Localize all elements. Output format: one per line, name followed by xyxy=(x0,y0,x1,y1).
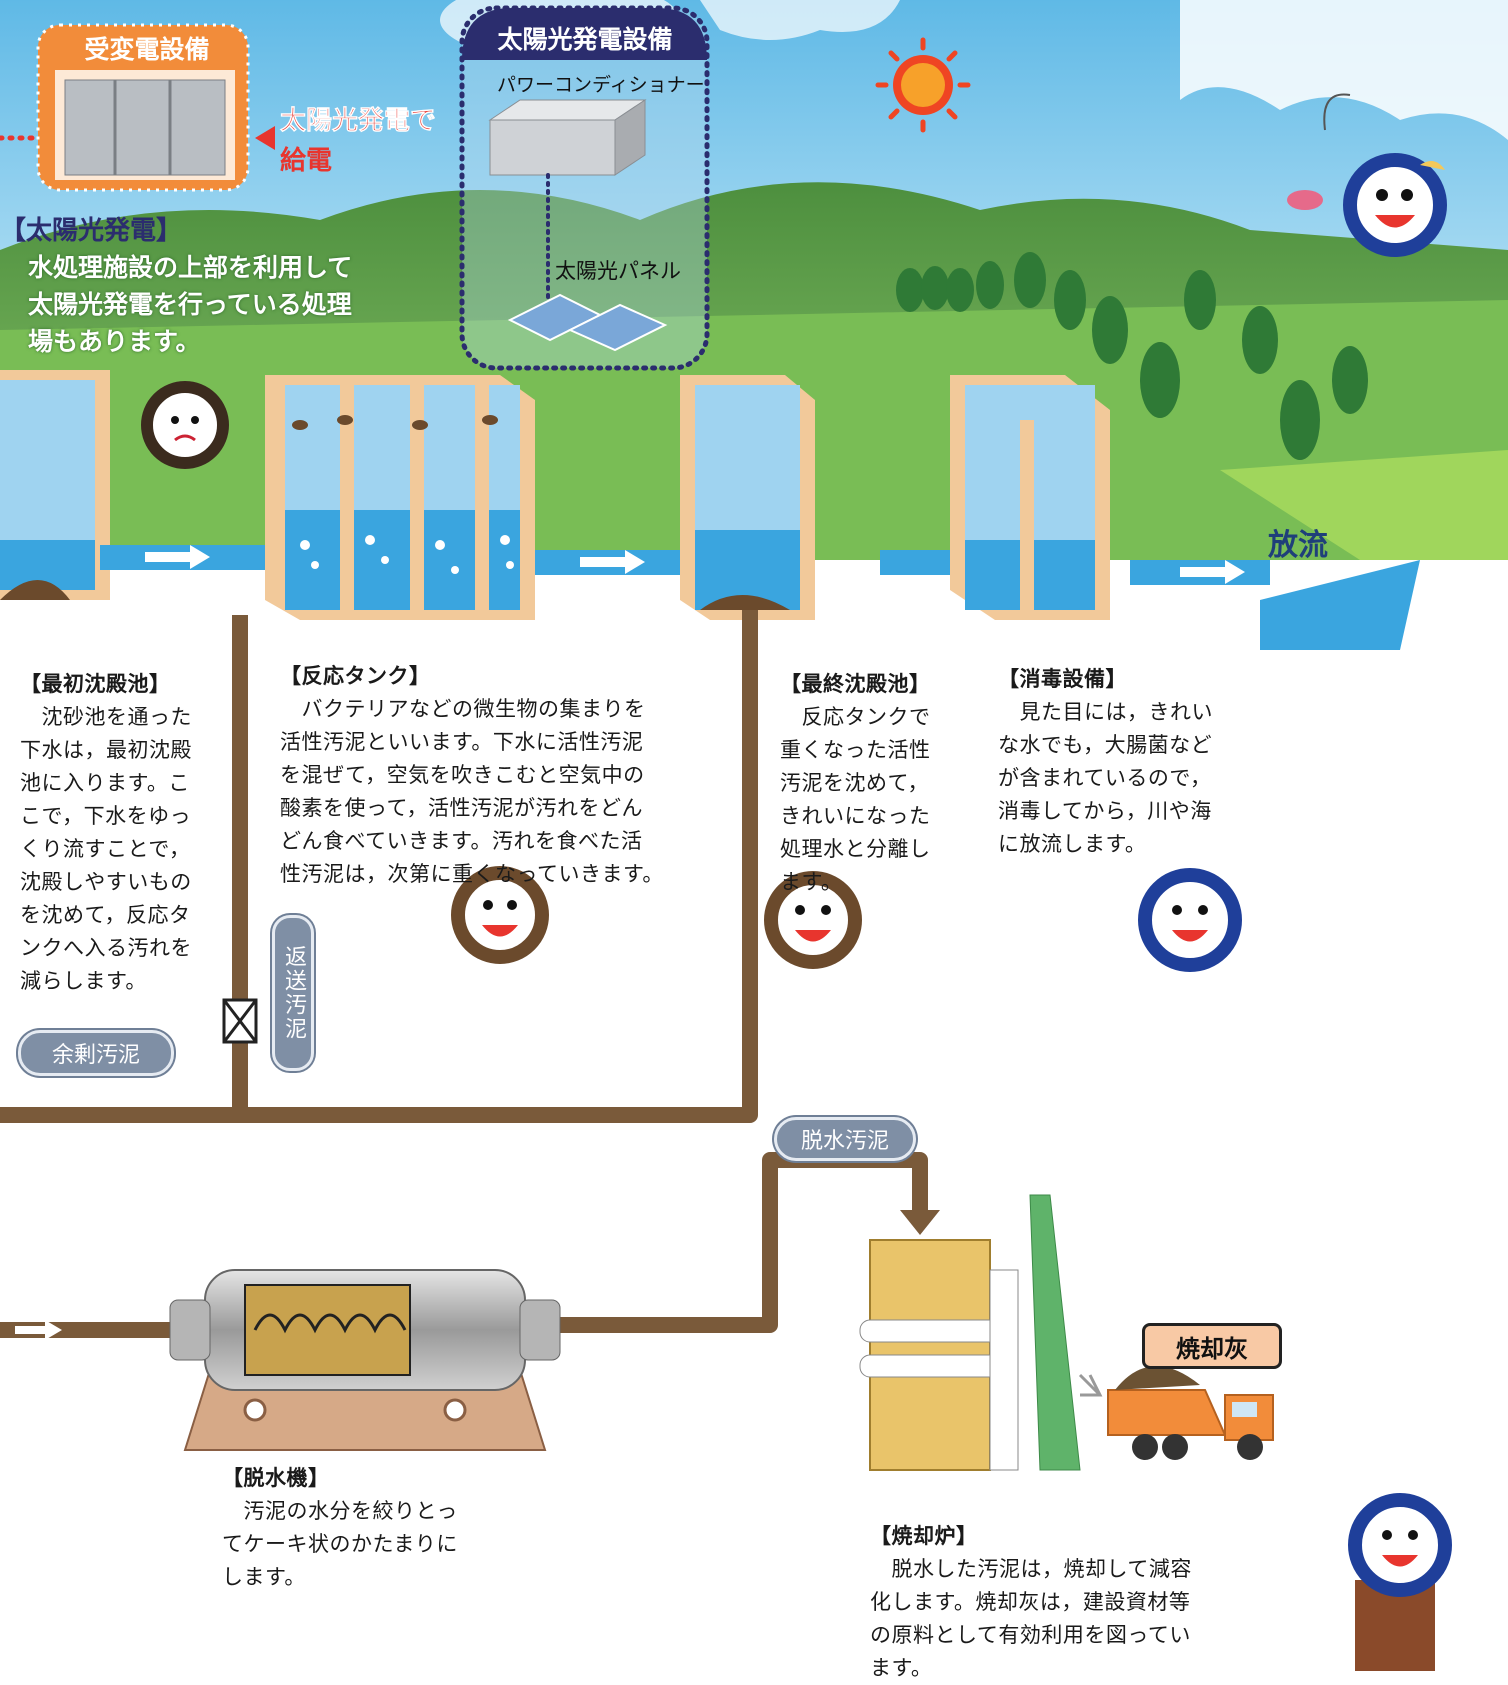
primary-settling-tank xyxy=(0,370,110,600)
sun-icon xyxy=(875,37,971,133)
power-conditioner-label: パワーコンディショナー xyxy=(497,74,705,96)
substation-box xyxy=(36,23,250,192)
incinerator-body: 脱水した汚泥は，焼却して減容 化します。焼却灰は，建設資材等 の原料として有効利… xyxy=(870,1557,1192,1680)
return-sludge-label: 返送汚泥 xyxy=(272,915,314,1071)
discharge-label: 放流 xyxy=(1268,528,1328,563)
power-supply-label-2: 給電 xyxy=(280,146,333,176)
mascot-clean xyxy=(1138,868,1242,972)
sludge-flow-arrow xyxy=(15,1210,940,1340)
disinfection-title: 【消毒設備】 xyxy=(998,667,1127,691)
dewatering-body: 汚泥の水分を絞りとっ てケーキ状のかたまりに します。 xyxy=(222,1499,458,1589)
power-supply-label-1: 太陽光発電で xyxy=(280,106,437,137)
mascot-fishing xyxy=(1287,93,1447,257)
power-supply-arrow xyxy=(0,126,275,150)
solar-note-line-2: 太陽光発電を行っている処理 xyxy=(28,290,352,319)
final-settling-body: 反応タンクで 重くなった活性 汚泥を沈めて， きれいになった 処理水と分離し ま… xyxy=(780,705,931,894)
solar-facility-title: 太陽光発電設備 xyxy=(497,25,673,54)
solar-note-title: 【太陽光発電】 xyxy=(0,216,183,246)
substation-title: 受変電設備 xyxy=(84,35,210,64)
final-settling-title: 【最終沈殿池】 xyxy=(780,672,931,696)
reaction-tank xyxy=(265,375,535,620)
primary-settling-body: 沈砂池を通った 下水は，最初沈殿 池に入ります。こ こで，下水をゆっ くり流すこ… xyxy=(20,705,192,993)
solar-note-line-1: 水処理施設の上部を利用して xyxy=(28,253,353,282)
excess-sludge-label: 余剰汚泥 xyxy=(18,1030,174,1076)
primary-settling-description: 【最初沈殿池】 沈砂池を通った 下水は，最初沈殿 池に入ります。こ こで，下水を… xyxy=(20,668,220,998)
reaction-tank-description: 【反応タンク】 バクテリアなどの微生物の集まりを 活性汚泥といいます。下水に活性… xyxy=(280,660,720,891)
mascot-final xyxy=(764,871,862,969)
solar-note-line-3: 場もあります。 xyxy=(28,327,201,356)
mascot-reaction xyxy=(451,866,549,964)
final-settling-tank xyxy=(680,375,815,620)
incineration-ash-label: 焼却灰 xyxy=(1142,1323,1282,1369)
incinerator xyxy=(859,1194,1081,1471)
incinerator-description: 【焼却炉】 脱水した汚泥は，焼却して減容 化します。焼却灰は，建設資材等 の原料… xyxy=(870,1520,1290,1685)
mascot-fertilizer xyxy=(1348,1493,1452,1671)
mascot-dirty xyxy=(141,381,229,469)
dewatering-title: 【脱水機】 xyxy=(222,1466,330,1490)
dump-truck-icon xyxy=(1078,1366,1274,1460)
flow-arrows xyxy=(145,545,1245,584)
dewatering-machine xyxy=(169,1269,561,1451)
valve-icon xyxy=(222,998,258,1044)
solar-panel-icon xyxy=(507,293,668,352)
reaction-tank-title: 【反応タンク】 xyxy=(280,664,431,688)
final-settling-description: 【最終沈殿池】 反応タンクで 重くなった活性 汚泥を沈めて， きれいになった 処… xyxy=(780,668,960,899)
primary-settling-title: 【最初沈殿池】 xyxy=(20,672,171,696)
river-channel xyxy=(1220,450,1508,650)
disinfection-description: 【消毒設備】 見た目には，きれい な水でも，大腸菌など が含まれているので， 消… xyxy=(998,663,1258,861)
disinfection-body: 見た目には，きれい な水でも，大腸菌など が含まれているので， 消毒してから，川… xyxy=(998,700,1213,856)
dewatered-sludge-label: 脱水汚泥 xyxy=(774,1117,916,1161)
trees xyxy=(896,252,1368,460)
solar-facility-box xyxy=(459,5,710,371)
solar-panel-label: 太陽光パネル xyxy=(555,259,681,283)
dewatering-description: 【脱水機】 汚泥の水分を絞りとっ てケーキ状のかたまりに します。 xyxy=(222,1462,522,1594)
disinfection-facility xyxy=(950,375,1110,620)
reaction-tank-body: バクテリアなどの微生物の集まりを 活性汚泥といいます。下水に活性汚泥 を混ぜて，… xyxy=(280,697,664,886)
incinerator-title: 【焼却炉】 xyxy=(870,1524,978,1548)
